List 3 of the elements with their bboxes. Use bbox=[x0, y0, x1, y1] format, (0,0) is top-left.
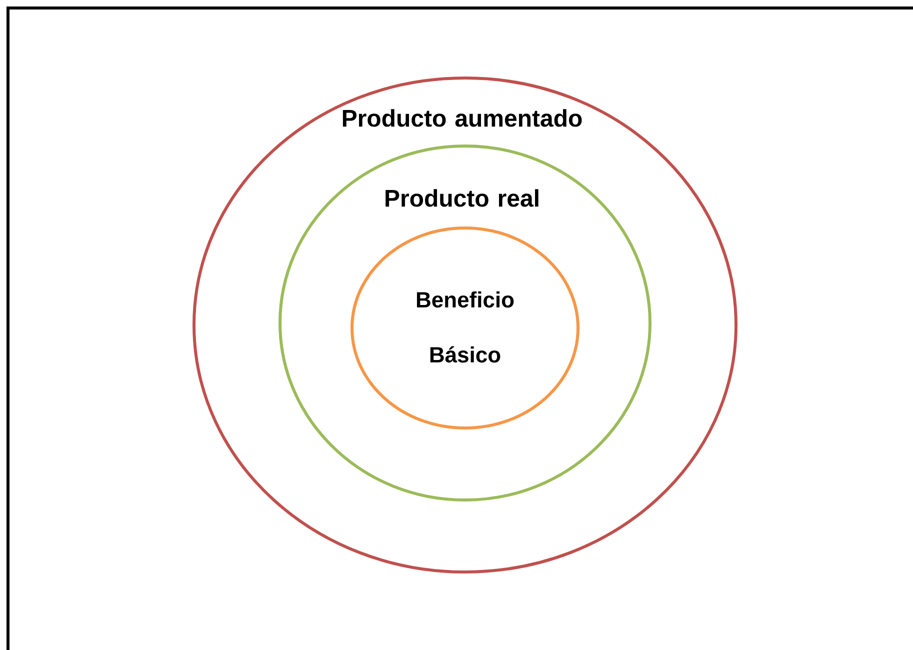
ring-label: Producto aumentado bbox=[342, 109, 582, 127]
ring-label: Beneficio Básico bbox=[416, 291, 514, 363]
ring-label: Producto real bbox=[386, 189, 538, 207]
